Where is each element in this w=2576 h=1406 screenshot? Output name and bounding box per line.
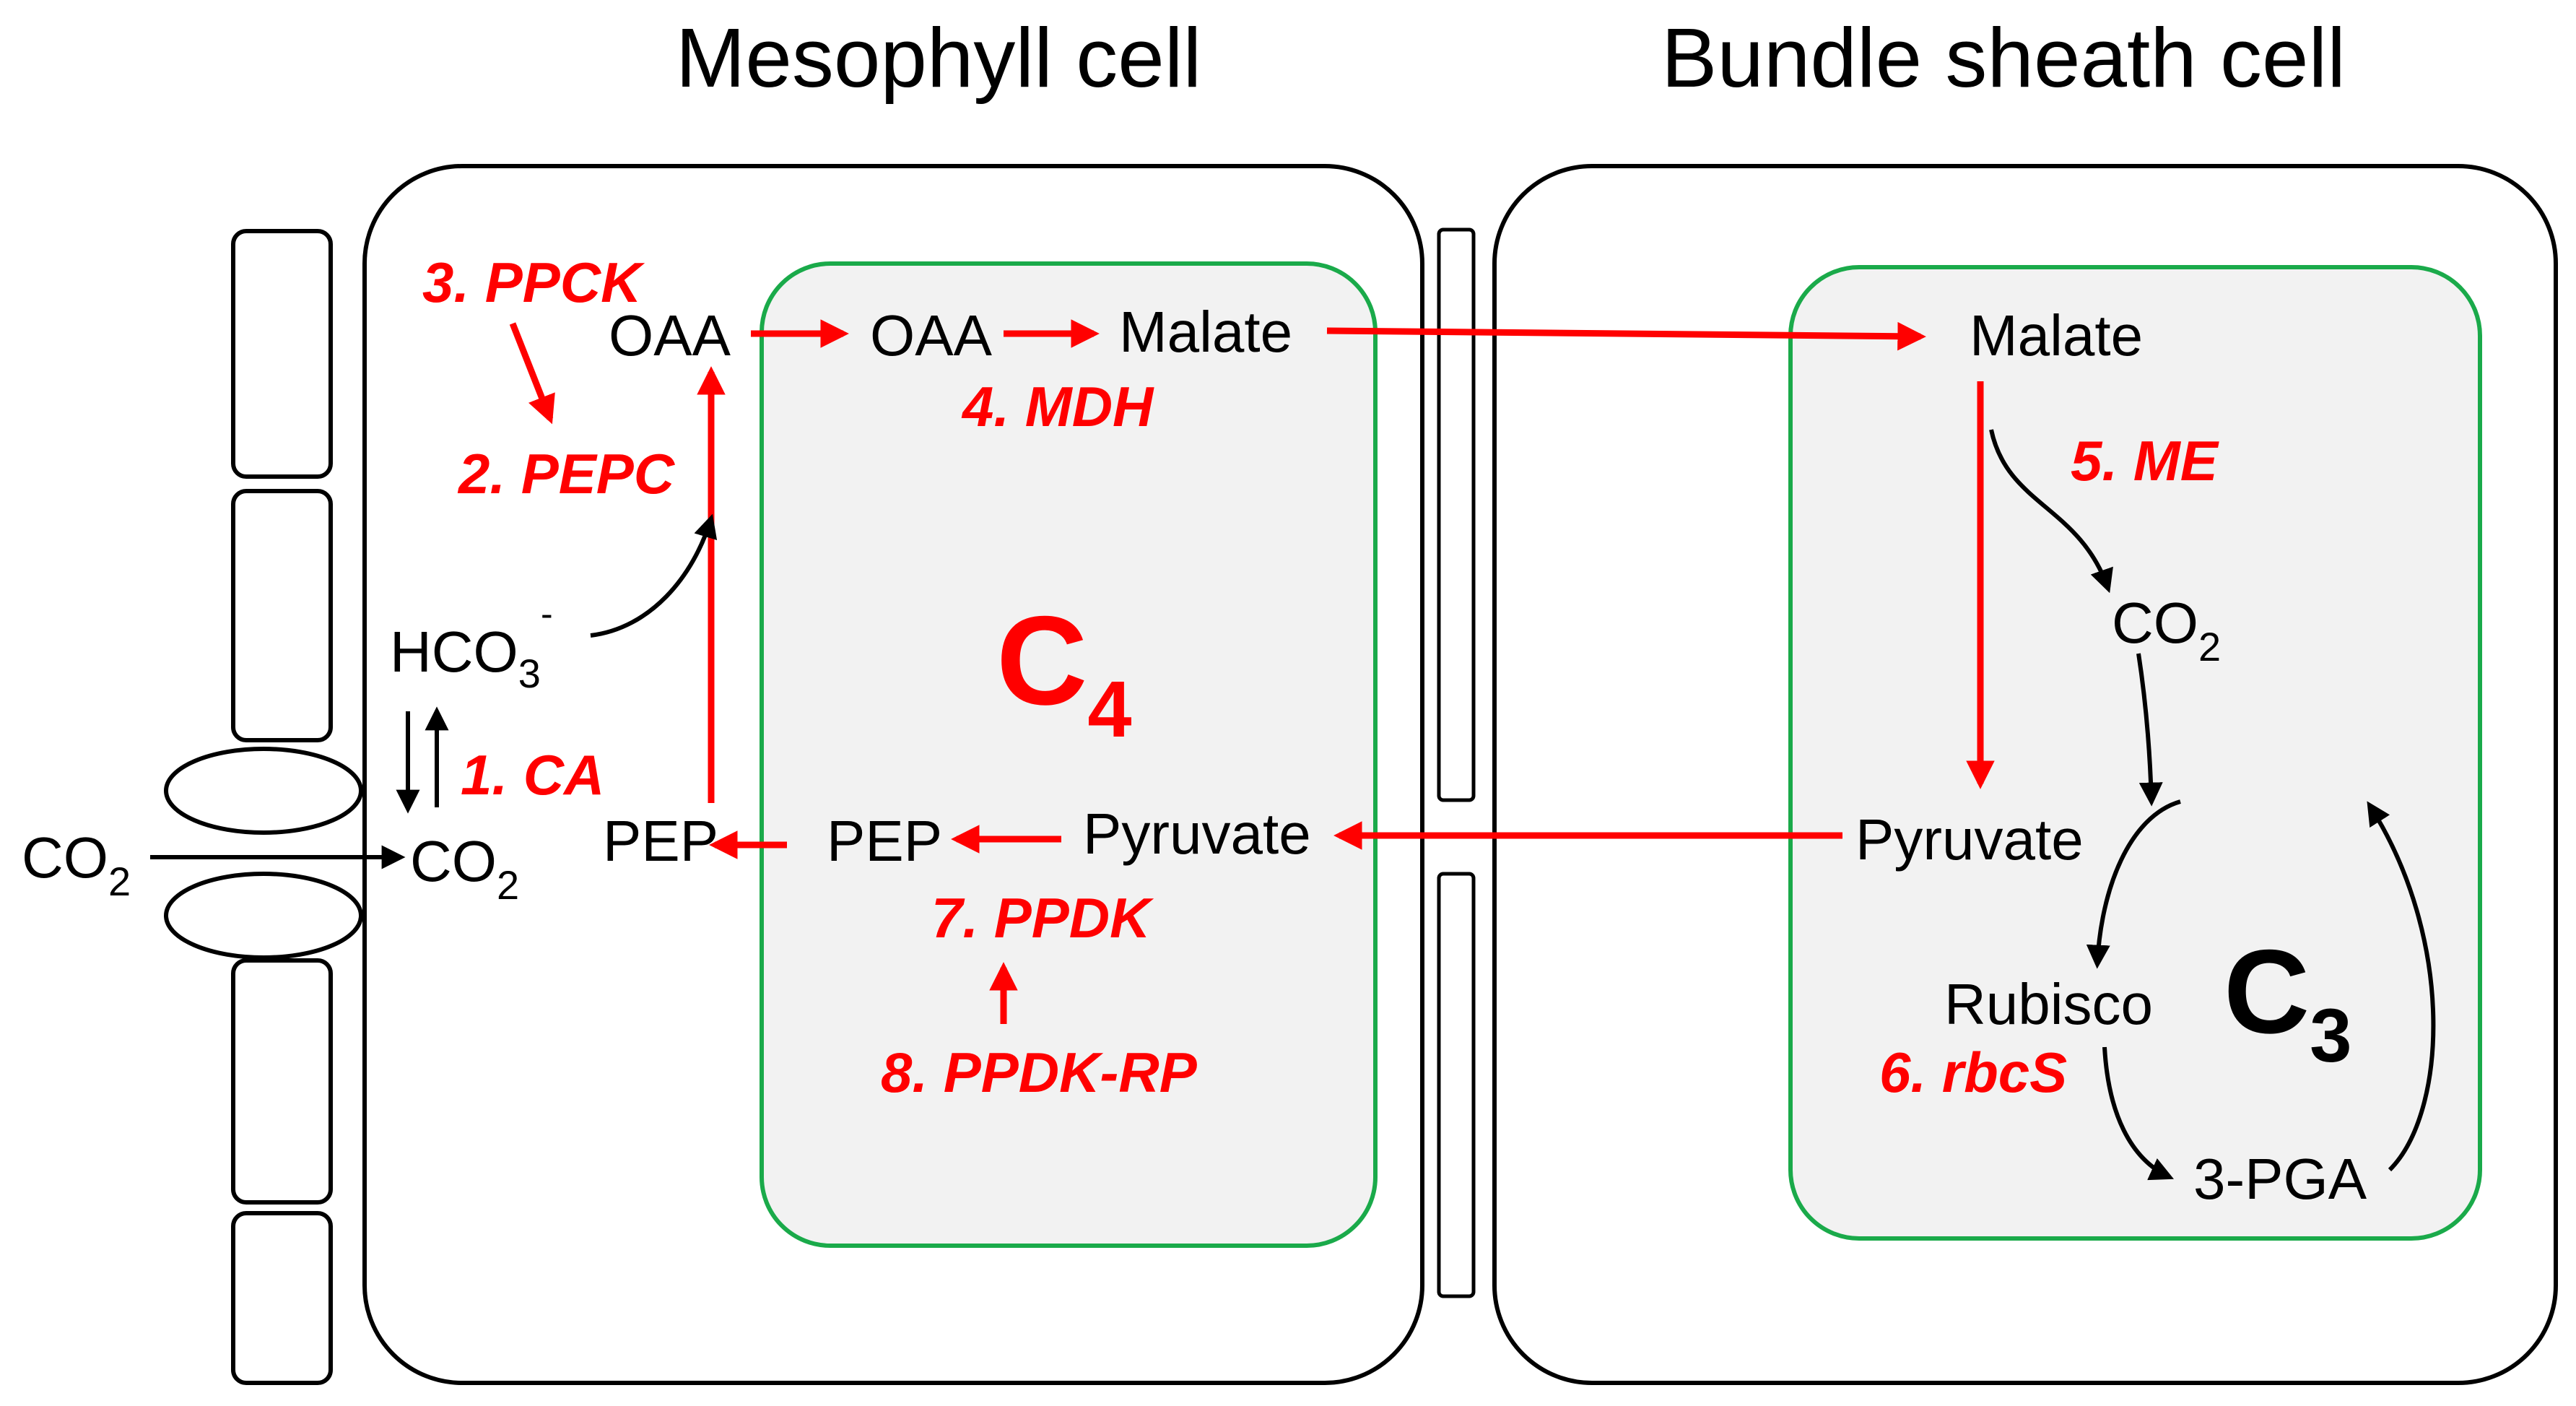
pep-cytosol-label: PEP — [603, 809, 718, 873]
arrow-ppck-to-pepc — [509, 322, 555, 425]
co2-outside-label: CO2 — [22, 825, 131, 904]
malate-bundle-sheath-label: Malate — [1970, 303, 2143, 368]
arrow-hco3-to-pepc — [590, 513, 718, 638]
arrow-rubisco-to-3pga — [2102, 1046, 2175, 1181]
3-pga-label: 3-PGA — [2193, 1147, 2367, 1211]
pyruvate-bundle-sheath-label: Pyruvate — [1855, 807, 2084, 872]
co2-bundle-sheath-label: CO2 — [2112, 591, 2221, 669]
enzyme-mdh-label: 4. MDH — [961, 375, 1154, 438]
arrow-calvin-to-rubisco — [2086, 799, 2181, 969]
oaa-cytosol-label: OAA — [609, 303, 731, 368]
cell-wall-lower — [1437, 872, 1476, 1298]
arrow-co2-to-calvin — [2136, 653, 2163, 807]
guard-cell — [164, 872, 363, 960]
enzyme-me-label: 5. ME — [2071, 429, 2219, 492]
bundle-sheath-cell-title: Bundle sheath cell — [1661, 11, 2346, 105]
rubisco-label: Rubisco — [1944, 972, 2153, 1036]
mesophyll-chloroplast — [760, 261, 1378, 1248]
malate-mesophyll-label: Malate — [1119, 300, 1292, 364]
mesophyll-cell-title: Mesophyll cell — [676, 11, 1202, 105]
pep-chloroplast-label: PEP — [827, 809, 942, 873]
epidermal-cell — [231, 958, 333, 1205]
epidermal-cell — [231, 1211, 333, 1385]
hco3-label: HCO3- — [390, 594, 553, 696]
arrow-malate-to-co2 — [1989, 429, 2113, 594]
c3-pathway-label: C3 — [2224, 925, 2352, 1078]
epidermal-cell — [231, 229, 333, 479]
c4-pathway-label: C4 — [996, 591, 1132, 754]
cell-wall-upper — [1437, 227, 1476, 802]
arrow-3pga-cycle — [2367, 801, 2436, 1172]
enzyme-ca-label: 1. CA — [461, 743, 604, 807]
enzyme-ppdk-label: 7. PPDK — [931, 886, 1154, 950]
enzyme-rbcs-label: 6. rbcS — [1879, 1041, 2067, 1104]
enzyme-ppck-label: 3. PPCK — [422, 251, 645, 314]
bundle-sheath-chloroplast — [1788, 265, 2482, 1241]
enzyme-pepc-label: 2. PEPC — [457, 442, 676, 505]
guard-cell — [164, 747, 363, 835]
co2-mesophyll-label: CO2 — [410, 829, 519, 908]
arrow-malate-transport — [1326, 321, 1926, 351]
epidermis — [164, 229, 363, 1385]
enzyme-ppdk-rp-label: 8. PPDK-RP — [881, 1041, 1198, 1104]
pyruvate-mesophyll-label: Pyruvate — [1083, 802, 1311, 866]
epidermal-cell — [231, 489, 333, 742]
oaa-chloroplast-label: OAA — [870, 303, 993, 368]
